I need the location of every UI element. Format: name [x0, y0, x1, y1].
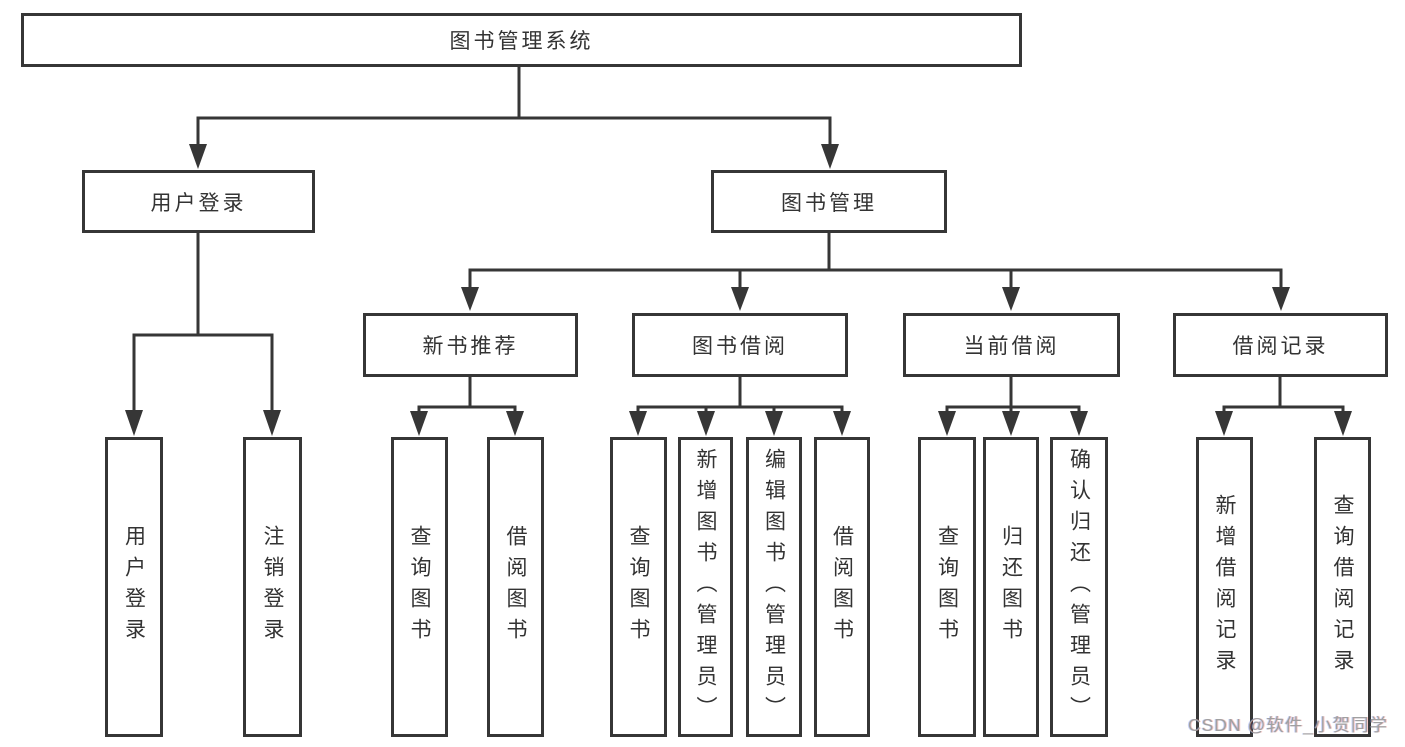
leaf-confirm-return-admin: 确认归还（管理员） [1050, 437, 1108, 737]
leaf-confirm-return-admin-label: 确认归还（管理员） [1067, 447, 1091, 727]
leaf-query-books-borrowing: 查询图书 [610, 437, 667, 737]
leaf-borrow-books-borrowing: 借阅图书 [814, 437, 870, 737]
node-book-management: 图书管理 [711, 170, 947, 233]
node-book-borrowing-label: 图书借阅 [692, 335, 788, 358]
leaf-return-books-label: 归还图书 [999, 525, 1023, 649]
node-new-book-recommendation-label: 新书推荐 [422, 335, 519, 358]
leaf-query-books-current-label: 查询图书 [935, 525, 959, 649]
leaf-user-login-label: 用户登录 [122, 525, 146, 649]
node-new-book-recommendation: 新书推荐 [363, 313, 578, 377]
leaf-edit-book-admin-label: 编辑图书（管理员） [762, 447, 786, 727]
leaf-user-login: 用户登录 [105, 437, 163, 737]
node-borrowing-records-label: 借阅记录 [1232, 335, 1329, 358]
leaf-edit-book-admin: 编辑图书（管理员） [746, 437, 802, 737]
node-current-borrowing-label: 当前借阅 [963, 335, 1060, 358]
node-current-borrowing: 当前借阅 [903, 313, 1120, 377]
node-user-login: 用户登录 [82, 170, 315, 233]
node-library-system: 图书管理系统 [21, 13, 1022, 67]
leaf-add-borrow-record-label: 新增借阅记录 [1213, 494, 1236, 680]
leaf-borrow-books-recommend: 借阅图书 [487, 437, 544, 737]
node-user-login-label: 用户登录 [150, 191, 247, 215]
leaf-query-borrow-record: 查询借阅记录 [1314, 437, 1371, 737]
leaf-add-book-admin: 新增图书（管理员） [678, 437, 733, 737]
node-book-borrowing: 图书借阅 [632, 313, 848, 377]
csdn-watermark: CSDN @软件_小贺同学 [1188, 715, 1388, 735]
leaf-query-borrow-record-label: 查询借阅记录 [1331, 494, 1354, 680]
leaf-borrow-books-recommend-label: 借阅图书 [504, 525, 527, 649]
node-book-management-label: 图书管理 [781, 191, 877, 215]
leaf-borrow-books-borrowing-label: 借阅图书 [830, 525, 854, 649]
leaf-add-book-admin-label: 新增图书（管理员） [694, 447, 717, 727]
leaf-return-books: 归还图书 [983, 437, 1039, 737]
leaf-logout-label: 注销登录 [261, 525, 284, 649]
leaf-query-books-recommend: 查询图书 [391, 437, 448, 737]
leaf-query-books-borrowing-label: 查询图书 [627, 525, 650, 649]
node-borrowing-records: 借阅记录 [1173, 313, 1388, 377]
leaf-logout: 注销登录 [243, 437, 302, 737]
leaf-query-books-recommend-label: 查询图书 [408, 525, 431, 649]
leaf-add-borrow-record: 新增借阅记录 [1196, 437, 1253, 737]
leaf-query-books-current: 查询图书 [918, 437, 976, 737]
node-library-system-label: 图书管理系统 [449, 30, 594, 53]
